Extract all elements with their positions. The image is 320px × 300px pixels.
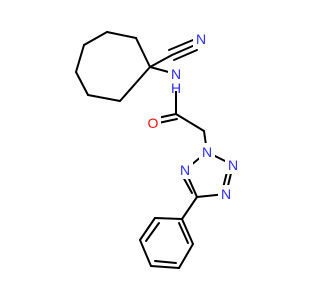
bond-c1-c2 (135, 37, 151, 68)
bond-ph6-ph1 (181, 218, 194, 245)
bond-ph4-ph5 (150, 265, 180, 269)
bond-ph-inner-3 (178, 222, 189, 244)
bond-ph5-ph6 (178, 243, 194, 269)
bond-c5-c6 (75, 71, 89, 96)
bond-ph-inner-2 (154, 260, 177, 264)
bond-c4-c5 (75, 44, 85, 73)
cycloheptane-ring (75, 31, 151, 102)
bond-ph2-ph3 (139, 217, 156, 241)
bond-c1-cn (149, 54, 173, 68)
atom-labels: N N H O N N N N (145, 30, 241, 203)
atom-tetrazole-n2: N (202, 144, 212, 160)
molecule-diagram: N N H O N N N N (75, 30, 241, 269)
phenyl-ring (139, 196, 198, 269)
bond-tet-phenyl (181, 196, 198, 220)
bond-cn-triple-b (168, 39, 194, 51)
bond-ph-inner-1 (145, 222, 160, 242)
atom-amide-n: N (171, 66, 181, 82)
atom-tetrazole-n4: N (221, 186, 231, 202)
atom-tetrazole-n3: N (228, 157, 238, 173)
bond-cn-triple-a (171, 44, 196, 56)
bond-c3-c4 (83, 31, 108, 46)
bond-c6-c7 (87, 94, 121, 102)
bond-cn-triple-c (173, 49, 198, 61)
nitrile-group (149, 39, 198, 68)
atom-nitrile-n: N (196, 31, 206, 47)
atom-tetrazole-n1: N (180, 162, 190, 178)
bond-ph3-ph4 (139, 239, 152, 267)
bond-ph1-ph2 (154, 217, 183, 220)
bond-c7-c1 (119, 66, 151, 102)
atom-carbonyl-o: O (148, 115, 159, 131)
bond-carbonyl-ch2 (175, 113, 205, 132)
atom-amide-h: H (171, 80, 181, 96)
bond-c2-c3 (106, 31, 137, 39)
